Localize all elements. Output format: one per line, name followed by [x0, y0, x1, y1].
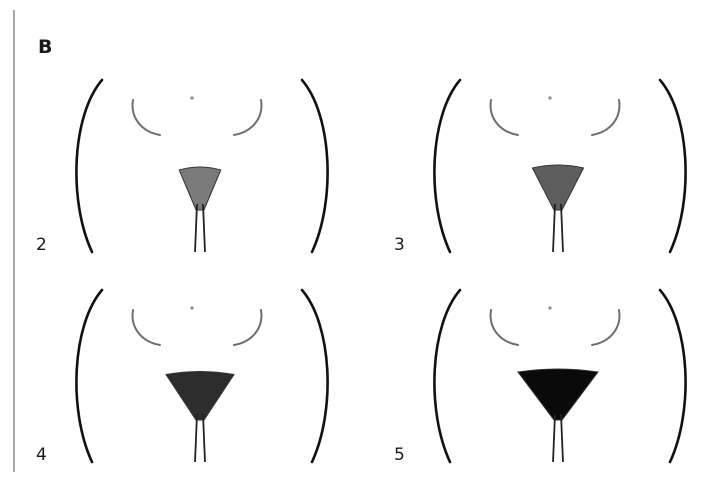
navel-mark: [548, 306, 551, 309]
groin-line-left: [133, 100, 160, 135]
groin-line-left: [491, 310, 518, 345]
body-outline-left: [76, 290, 102, 462]
body-outline-right: [660, 80, 686, 252]
groin-line-right: [592, 310, 619, 345]
thigh-line-right: [561, 204, 563, 252]
thigh-line-left: [553, 414, 555, 462]
thigh-line-left: [195, 414, 197, 462]
navel-mark: [548, 96, 551, 99]
groin-line-right: [592, 100, 619, 135]
navel-mark: [190, 306, 193, 309]
stage-panel-2: 2: [36, 80, 328, 255]
pubic-hair-shape: [179, 167, 221, 210]
thigh-line-left: [195, 204, 197, 252]
groin-line-right: [234, 310, 261, 345]
thigh-line-right: [203, 204, 205, 252]
body-outline-left: [434, 290, 460, 462]
pubic-hair-shape: [166, 372, 234, 421]
stage-panels: 2 3 4 5: [36, 80, 686, 465]
groin-line-right: [234, 100, 261, 135]
navel-mark: [190, 96, 193, 99]
thigh-line-left: [553, 204, 555, 252]
panel-label: B: [38, 36, 52, 58]
pubic-hair-shape: [532, 165, 583, 210]
groin-line-left: [491, 100, 518, 135]
stage-number: 3: [394, 235, 405, 255]
thigh-line-right: [203, 414, 205, 462]
stage-panel-3: 3: [394, 80, 686, 255]
thigh-line-right: [561, 414, 563, 462]
stage-panel-4: 4: [36, 290, 328, 465]
body-outline-left: [76, 80, 102, 252]
body-outline-right: [660, 290, 686, 462]
body-outline-right: [302, 80, 328, 252]
groin-line-left: [133, 310, 160, 345]
body-outline-right: [302, 290, 328, 462]
stage-number: 5: [394, 445, 405, 465]
pubic-hair-shape: [518, 369, 598, 420]
stage-number: 2: [36, 235, 47, 255]
stage-number: 4: [36, 445, 47, 465]
body-outline-left: [434, 80, 460, 252]
stage-panel-5: 5: [394, 290, 686, 465]
